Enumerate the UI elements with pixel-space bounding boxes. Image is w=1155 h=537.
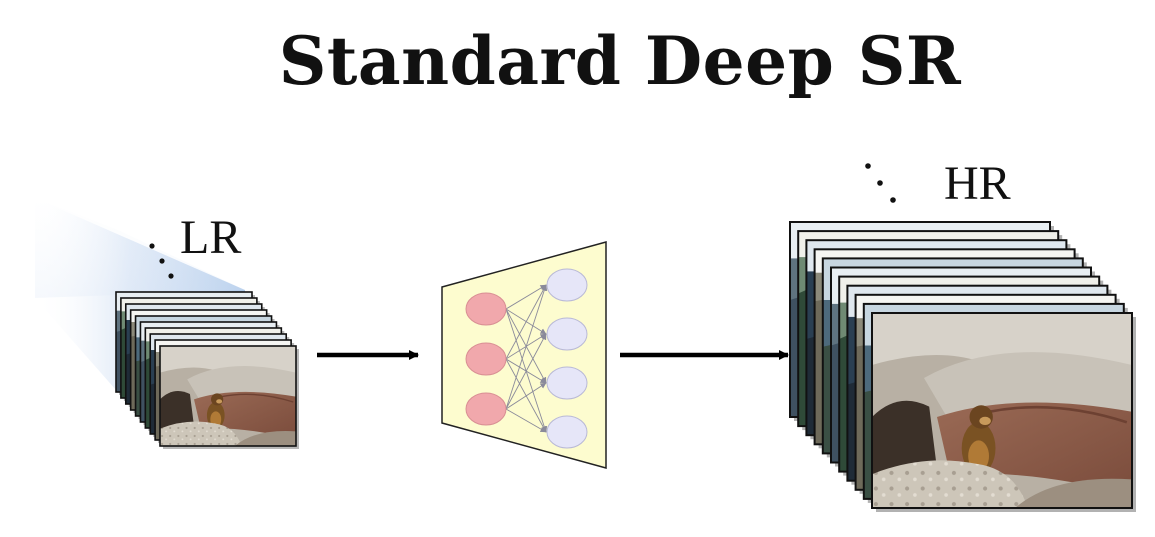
hr-ellipsis-icon — [865, 163, 896, 203]
output-node — [546, 415, 588, 449]
network-edge — [505, 382, 547, 410]
lr-ellipsis-icon — [149, 243, 174, 279]
output-node — [546, 268, 588, 302]
network-edge — [505, 284, 548, 410]
network-block — [441, 241, 607, 469]
input-node — [465, 392, 507, 426]
network-input-layer — [465, 292, 507, 426]
output-node — [546, 317, 588, 351]
hr-frame-stack — [789, 221, 1136, 512]
network-edge — [505, 284, 547, 360]
lr-label: LR — [180, 211, 242, 264]
network-output-layer — [546, 268, 588, 449]
diagram-title: Standard Deep SR — [278, 22, 962, 100]
input-node — [465, 342, 507, 376]
network-edge — [505, 333, 547, 410]
output-node — [546, 366, 588, 400]
network-edge — [505, 284, 547, 310]
hr-label: HR — [944, 157, 1011, 210]
hr-front-frame — [871, 312, 1136, 512]
network-edge — [505, 408, 547, 433]
network-edges — [505, 284, 548, 433]
input-node — [465, 292, 507, 326]
lr-frame-stack — [115, 291, 299, 449]
lr-front-frame — [159, 345, 299, 449]
